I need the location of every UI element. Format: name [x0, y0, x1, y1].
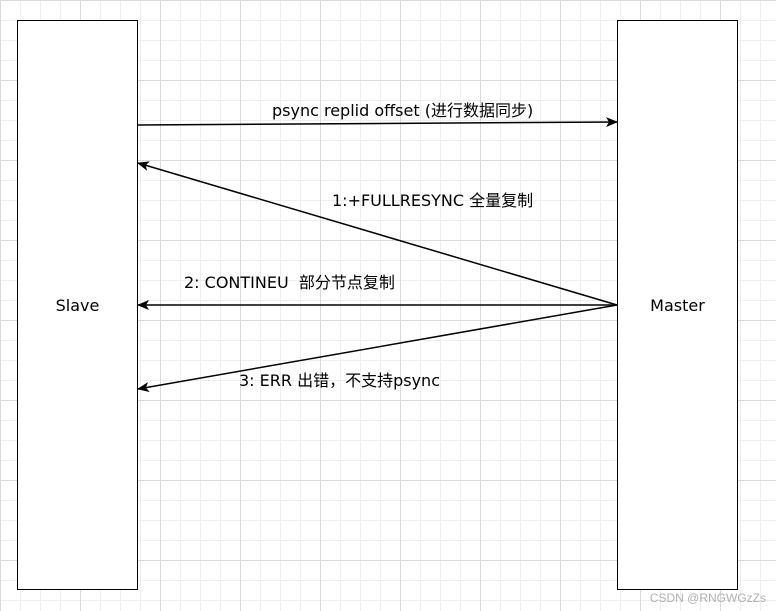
message-label-psync: psync replid offset (进行数据同步) [272, 101, 534, 120]
watermark: CSDN @RNGWGzZs [649, 591, 766, 605]
slave-box[interactable]: Slave [17, 20, 138, 590]
message-label-err: 3: ERR 出错，不支持psync [239, 371, 440, 390]
master-label: Master [650, 295, 705, 315]
arrow-err [137, 304, 618, 393]
arrow-psync [137, 117, 618, 128]
message-label-continue: 2: CONTINEU 部分节点复制 [184, 273, 395, 292]
message-label-fullresync: 1:+FULLRESYNC 全量复制 [332, 191, 534, 210]
master-box[interactable]: Master [617, 20, 738, 590]
slave-label: Slave [55, 295, 100, 315]
arrow-fullresync [137, 161, 618, 306]
